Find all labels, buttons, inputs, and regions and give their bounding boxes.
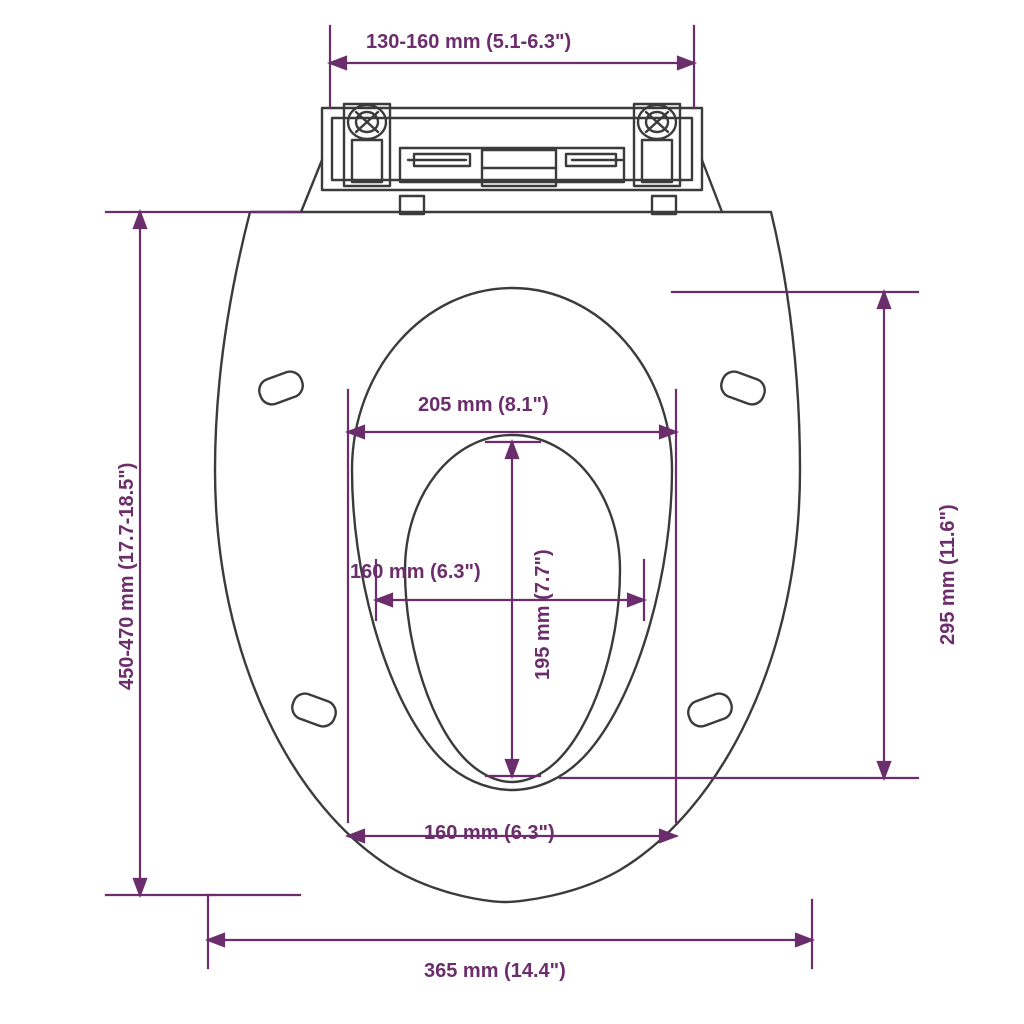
bumper-pad-bottom-left <box>291 692 337 728</box>
dim-overall-height <box>104 208 302 899</box>
dim-label-top-hinge-width: 130-160 mm (5.1-6.3") <box>366 31 572 53</box>
bumper-pad-top-left <box>258 370 304 406</box>
dim-label-inner-lower-width: 160 mm (6.3") <box>350 561 481 583</box>
dim-inner-opening-height <box>484 438 542 780</box>
dim-label-bottom-mount-spacing: 160 mm (6.3") <box>424 822 555 844</box>
dim-right-height <box>558 288 920 782</box>
seat-lid-outline <box>213 210 802 904</box>
dimension-lines-layer <box>104 24 920 970</box>
dim-inner-opening-width <box>344 388 680 824</box>
dim-label-inner-opening-height: 195 mm (7.7") <box>532 549 554 680</box>
dim-label-overall-height: 450-470 mm (17.7-18.5") <box>116 462 138 690</box>
hinge-bracket-assembly <box>299 102 724 216</box>
dim-top-hinge-width <box>326 24 698 110</box>
dim-label-inner-opening-width: 205 mm (8.1") <box>418 394 549 416</box>
seat-ring-outer-oval <box>350 286 674 792</box>
seat-ring-inner-oval <box>403 433 622 784</box>
dim-label-overall-width: 365 mm (14.4") <box>424 960 566 982</box>
bumper-pad-bottom-right <box>687 692 733 728</box>
dim-inner-lower-width <box>372 558 648 622</box>
dim-bottom-mount-spacing <box>344 828 680 844</box>
bumper-pad-top-right <box>720 370 766 406</box>
dim-overall-width <box>204 893 816 970</box>
dim-label-right-height: 295 mm (11.6") <box>937 504 959 645</box>
